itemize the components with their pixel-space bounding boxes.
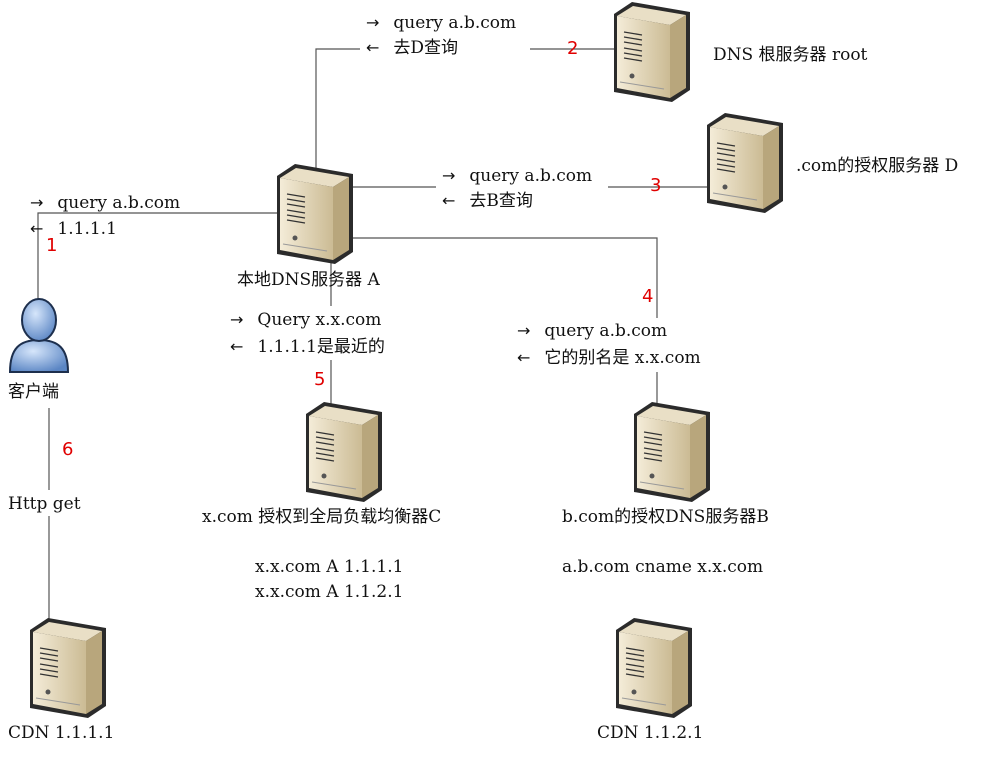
cdn2-label: CDN 1.1.2.1 bbox=[597, 723, 704, 743]
step-5: 5 bbox=[314, 369, 326, 390]
gslb-label: x.com 授权到全局负载均衡器C bbox=[202, 507, 442, 527]
bcom-server-icon bbox=[632, 402, 710, 502]
http-get-msg: Http get bbox=[8, 494, 81, 514]
step-3: 3 bbox=[650, 175, 662, 196]
link-client-local bbox=[37, 212, 280, 300]
com-query-msg: →query a.b.com bbox=[442, 166, 593, 186]
cdn1-label: CDN 1.1.1.1 bbox=[8, 723, 115, 743]
left-arrow-icon: ← bbox=[517, 348, 531, 367]
left-arrow-icon: ← bbox=[230, 337, 244, 356]
right-arrow-icon: → bbox=[366, 13, 380, 32]
step-1: 1 bbox=[46, 235, 58, 256]
bcom-query-msg: →query a.b.com bbox=[517, 321, 668, 341]
client-label: 客户端 bbox=[8, 382, 59, 402]
bcom-reply-msg: ←它的别名是 x.x.com bbox=[517, 348, 701, 368]
left-arrow-icon: ← bbox=[442, 191, 456, 210]
link-local-root bbox=[315, 48, 615, 170]
gslb-record-2: x.x.com A 1.1.2.1 bbox=[255, 582, 404, 602]
cdn2-server-icon bbox=[614, 618, 692, 718]
client-query-msg: →query a.b.com bbox=[30, 193, 181, 213]
left-arrow-icon: ← bbox=[366, 38, 380, 57]
gslb-query-msg: →Query x.x.com bbox=[230, 310, 382, 330]
com-server-label: .com的授权服务器 D bbox=[796, 156, 959, 176]
com-reply-msg: ←去B查询 bbox=[442, 191, 533, 211]
step-2: 2 bbox=[567, 38, 579, 59]
gslb-reply-msg: ←1.1.1.1是最近的 bbox=[230, 337, 385, 357]
client-reply-msg: ←1.1.1.1 bbox=[30, 219, 117, 239]
local-dns-server-icon bbox=[275, 164, 353, 264]
cdn1-server-icon bbox=[28, 618, 106, 718]
root-server-icon bbox=[612, 2, 690, 102]
right-arrow-icon: → bbox=[442, 166, 456, 185]
gslb-record-1: x.x.com A 1.1.1.1 bbox=[255, 557, 404, 577]
bcom-server-label: b.com的授权DNS服务器B bbox=[562, 507, 769, 527]
root-server-label: DNS 根服务器 root bbox=[713, 45, 868, 65]
bcom-record-1: a.b.com cname x.x.com bbox=[562, 557, 764, 577]
right-arrow-icon: → bbox=[30, 193, 44, 212]
gslb-server-icon bbox=[304, 402, 382, 502]
com-server-icon bbox=[705, 113, 783, 213]
right-arrow-icon: → bbox=[517, 321, 531, 340]
root-query-msg: →query a.b.com bbox=[366, 13, 517, 33]
left-arrow-icon: ← bbox=[30, 219, 44, 238]
step-4: 4 bbox=[642, 286, 654, 307]
client-user-icon bbox=[6, 296, 72, 374]
step-6: 6 bbox=[62, 439, 74, 460]
root-reply-msg: ←去D查询 bbox=[366, 38, 459, 58]
right-arrow-icon: → bbox=[230, 310, 244, 329]
local-dns-label: 本地DNS服务器 A bbox=[237, 270, 380, 290]
